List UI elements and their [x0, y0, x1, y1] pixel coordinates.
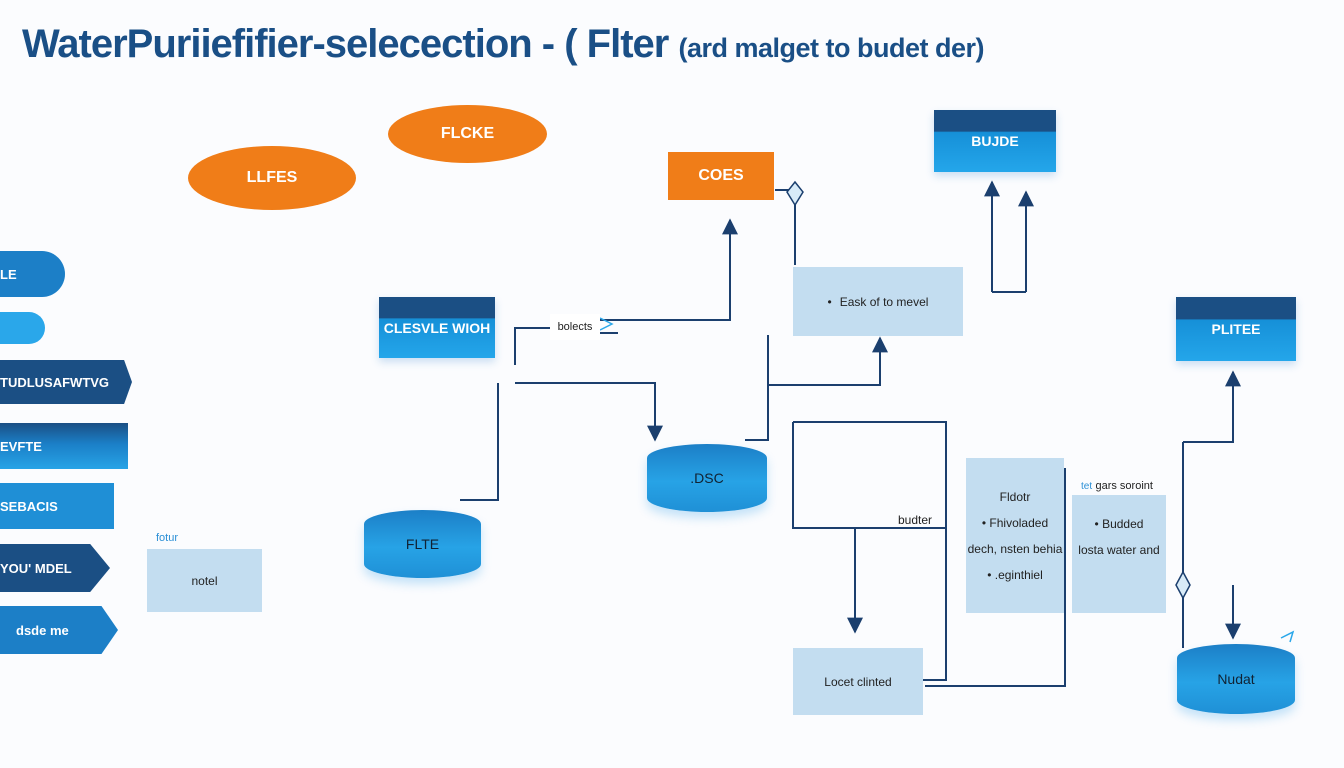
node-lifes[interactable]: LLFES [188, 146, 356, 210]
connector-dsc-to-eask [745, 335, 769, 441]
diagram-title: WaterPuriiefifier-selecection - ( Flter … [22, 22, 984, 67]
node-flte[interactable]: FLTE [364, 510, 481, 578]
node-label: PLITEE [1211, 321, 1261, 337]
side-tab-evfte[interactable]: EVFTE [0, 423, 128, 469]
node-eask[interactable]: • Eask of to mevel [793, 267, 963, 336]
label-gars-heading: tet gars soroint [1081, 480, 1153, 492]
title-main: WaterPuriiefifier-selecection - ( Flter [22, 22, 669, 66]
connector-fldotr-to-locet [925, 468, 1066, 687]
side-tab-label: EVFTE [0, 438, 42, 454]
connector-clesvle-to-bolects [514, 327, 550, 365]
node-flcke[interactable]: FLCKE [388, 105, 547, 163]
fldotr-line: • Fhivoladed [981, 515, 1049, 530]
node-nudat[interactable]: Nudat [1177, 644, 1295, 714]
gars-line: losta water and [1078, 543, 1160, 557]
fldotr-heading: Fldotr [999, 489, 1031, 504]
node-locet-clinted[interactable]: Locet clinted [793, 648, 923, 715]
connector-eask-link [768, 336, 888, 386]
side-tab-label: TUDLUSAFWTVG [0, 374, 110, 390]
side-tab-tudlusafwtvg[interactable]: TUDLUSAFWTVG [0, 360, 132, 404]
gars-line: • Budded [1094, 517, 1144, 531]
node-label: Locet clinted [824, 674, 892, 689]
node-fldotr[interactable]: Fldotr • Fhivoladed dech, nsten behia • … [966, 458, 1064, 613]
node-label: .DSC [690, 470, 724, 486]
node-bullet: • [827, 294, 832, 309]
diamond-gars [1175, 570, 1191, 600]
side-tab-le[interactable]: LE [0, 251, 65, 297]
node-label: BUJDE [971, 133, 1019, 149]
diamond-coes [786, 180, 804, 207]
side-tab-dsde-me[interactable]: dsde me [0, 606, 118, 654]
node-dsc[interactable]: .DSC [647, 444, 767, 512]
label-fotur: fotur [156, 532, 179, 544]
side-tab-you-mdel[interactable]: YOU' MDEL [0, 544, 110, 592]
connector-clesvle-to-dsc [515, 382, 663, 442]
node-clesvle-wioh[interactable]: CLESVLE WIOH [379, 297, 495, 358]
side-tab-label: LE [0, 266, 17, 282]
node-label: notel [191, 573, 218, 588]
side-tab-sebacis[interactable]: SEBACIS [0, 483, 114, 529]
side-tab-blank[interactable] [0, 312, 45, 344]
fldotr-line: • .eginthiel [987, 567, 1043, 582]
node-coes[interactable]: COES [668, 152, 774, 200]
label-bolects: bolects [550, 314, 600, 340]
node-label: FLTE [405, 536, 440, 552]
connector-gars-to-plitee [1183, 370, 1241, 443]
node-notel[interactable]: notel [147, 549, 262, 612]
node-label: Eask of to mevel [839, 294, 929, 309]
mark-bolects [599, 317, 614, 331]
connector-bolects-to-coes [600, 218, 738, 321]
label-budter: budter [898, 513, 933, 527]
mark-nudat [1280, 630, 1295, 643]
node-label: COES [698, 167, 744, 184]
node-label: CLESVLE WIOH [383, 319, 491, 336]
side-tab-label: dsde me [16, 622, 69, 638]
connector-flte-to-clesvle [460, 383, 499, 501]
side-tab-label: SEBACIS [0, 498, 58, 514]
node-label: Nudat [1217, 671, 1255, 687]
node-plitee[interactable]: PLITEE [1176, 297, 1296, 361]
node-gars[interactable]: • Budded losta water and [1072, 495, 1166, 613]
fldotr-line: dech, nsten behia [967, 541, 1063, 556]
node-label: FLCKE [440, 125, 495, 142]
side-tab-label: YOU' MDEL [0, 560, 72, 576]
node-label: LLFES [246, 169, 298, 186]
connector-budter-branch [793, 421, 947, 681]
title-sub: (ard malget to budet der) [678, 33, 984, 63]
node-bujde[interactable]: BUJDE [934, 110, 1056, 172]
